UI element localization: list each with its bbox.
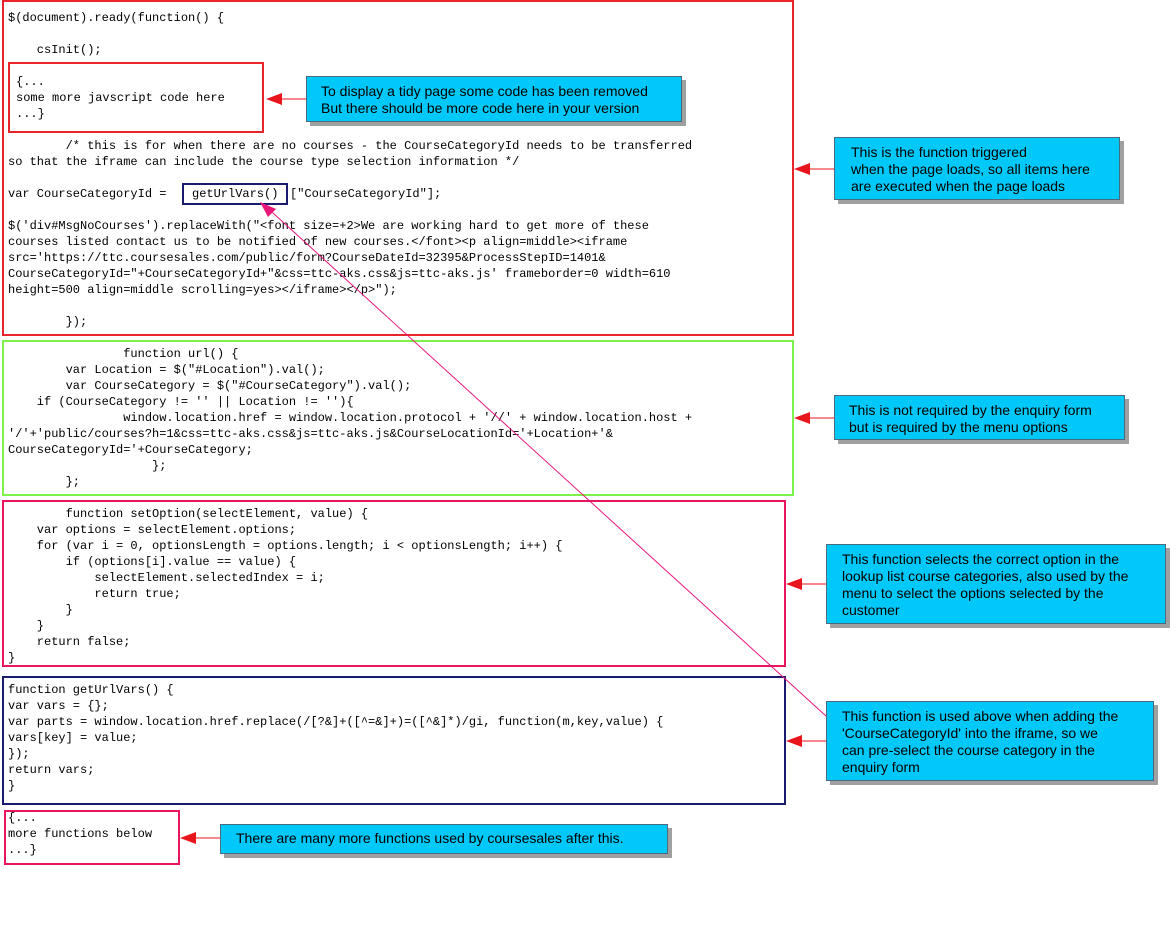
arrow-set-option-head: [786, 578, 802, 590]
callout-get-url-vars: This function is used above when adding …: [826, 701, 1154, 781]
callout-more-functions: There are many more functions used by co…: [220, 824, 668, 854]
document-ready-code: $(document).ready(function() { csInit();…: [8, 11, 693, 329]
get-url-vars-call-box: [182, 183, 288, 205]
callout-document-ready: This is the function triggered when the …: [834, 137, 1120, 200]
more-functions-code: {... more functions below ...}: [8, 811, 153, 857]
arrow-ready-head: [794, 163, 810, 175]
set-option-code: function setOption(selectElement, value)…: [8, 507, 563, 665]
removed-code-text: {... some more javscript code here ...}: [16, 75, 225, 121]
removed-code-box: [8, 62, 264, 133]
callout-set-option: This function selects the correct option…: [826, 544, 1166, 624]
arrow-more-head: [180, 832, 196, 844]
callout-url-function: This is not required by the enquiry form…: [834, 395, 1125, 440]
callout-code-removed: To display a tidy page some code has bee…: [306, 76, 682, 122]
url-function-code: function url() { var Location = $("#Loca…: [8, 347, 693, 489]
get-url-vars-code: function getUrlVars() { var vars = {}; v…: [8, 683, 664, 793]
arrow-get-url-vars-head: [786, 735, 802, 747]
get-url-vars-call-highlight: getUrlVars(): [192, 187, 279, 201]
category-key-lookup: ["CourseCategoryId"];: [290, 187, 442, 201]
more-functions-block: [4, 810, 180, 865]
arrow-url-head: [794, 412, 810, 424]
